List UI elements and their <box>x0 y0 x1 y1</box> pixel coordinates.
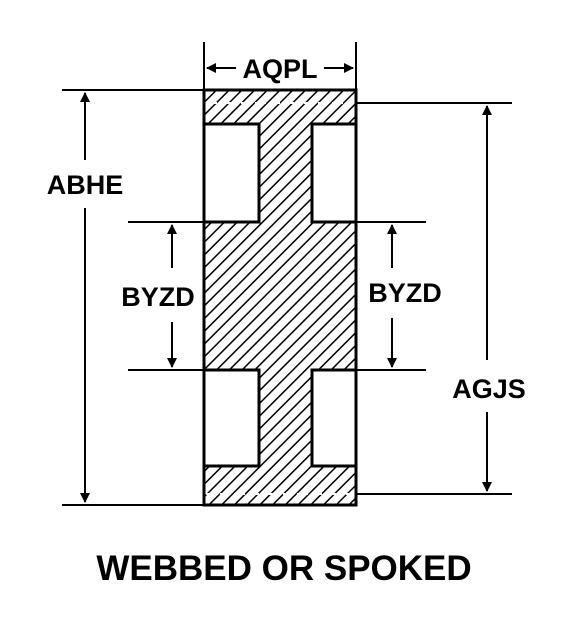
hatched-section <box>202 88 358 507</box>
pitch-height-label: AGJS <box>452 374 526 404</box>
hub-height-left-label: BYZD <box>121 282 195 312</box>
overall-height-label: ABHE <box>47 170 124 200</box>
diagram-caption: WEBBED OR SPOKED <box>96 549 471 588</box>
hub-height-right-label: BYZD <box>368 278 442 308</box>
width-label: AQPL <box>242 54 317 84</box>
